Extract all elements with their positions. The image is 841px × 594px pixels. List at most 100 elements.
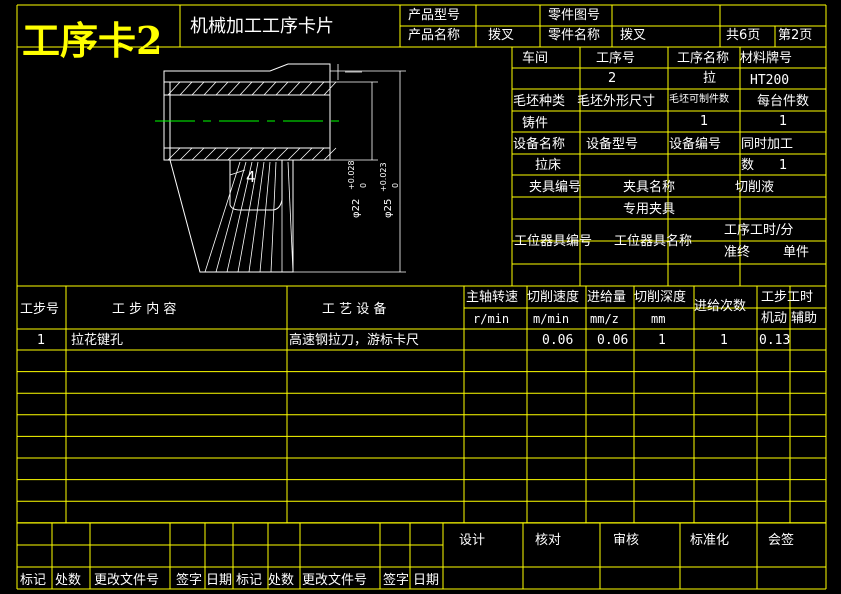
hatch-line [215,147,229,161]
dim-inner-diameter: φ22 [351,198,362,218]
footer-review: 审核 [613,533,640,548]
blank-parts: 1 [700,114,709,129]
hatch-line [251,147,265,161]
hatch-line [239,81,253,96]
hatch-line [179,147,193,161]
card-title: 机械加工工序卡片 [190,16,334,37]
concurrent-label: 同时加工 [741,137,794,152]
dim-outer-diameter: φ25 [383,198,394,218]
row-1-feed: 0.06 [597,333,629,348]
hatch-line [259,161,271,273]
unit-label: 单件 [783,245,810,260]
part-name-label: 零件名称 [548,28,601,43]
footer-count-1: 处数 [55,573,82,588]
parts-per-machine: 1 [779,114,788,129]
unit-speed: m/min [533,312,570,326]
blank-size-label: 毛坯外形尺寸 [577,94,656,109]
slot-outline [229,160,283,211]
hatch-line [275,147,289,161]
coolant-label: 切削液 [735,180,775,195]
row-1-no: 1 [37,333,46,348]
hatch-line [311,81,325,96]
op-name: 拉 [703,71,717,86]
unit-depth: mm [651,312,666,326]
col-equip: 工 艺 设 备 [322,302,387,317]
hatch-line [237,161,259,273]
blank-parts-label: 毛坯可制件数 [669,94,729,105]
product-name: 拨叉 [488,28,515,43]
unit-feed: mm/z [590,312,619,326]
footer-mark-1: 标记 [20,573,47,588]
hatch-line [227,81,241,96]
hatch-line [251,81,265,96]
card-big-title: 工序卡2 [22,18,163,63]
hatch-line [215,161,247,273]
equip-name-label: 设备名称 [513,137,566,152]
footer-doc-no-1: 更改文件号 [94,573,160,588]
col-speed: 切削速度 [527,290,580,305]
bore-left-outline [163,71,171,161]
dim-outer-tol: +0.023 [379,162,388,192]
footer-date-1: 日期 [206,573,233,588]
fixture-name: 专用夹具 [623,202,676,217]
station-tool-no-label: 工位器具编号 [514,234,593,249]
material: HT200 [750,73,790,88]
hatch-line [270,161,277,273]
col-aux: 辅助 [791,311,818,326]
hatch-line [215,81,229,96]
prep-label: 准终 [724,245,751,260]
dim-width: 4 [246,168,256,186]
hatch-line [263,81,277,96]
hatch-line [227,147,241,161]
body-outline [169,159,294,273]
dim-line [229,169,246,176]
row-1-speed: 0.06 [542,333,574,348]
footer-date-2: 日期 [413,573,440,588]
footer-sign: 会签 [768,533,795,548]
hatch-line [239,147,253,161]
blank-type: 铸件 [522,116,549,131]
dim-outer-tol-lower: 0 [391,182,400,188]
hatch-line [323,147,337,161]
footer-sign-2: 签字 [383,573,410,588]
dim-inner-tol: +0.028 [347,160,356,190]
hatch-line [299,81,313,96]
hatch-line [167,81,181,96]
concurrent-count-label: 数 [741,158,755,173]
col-content: 工 步 内 容 [112,302,177,317]
hatch-line [167,147,181,161]
op-no: 2 [608,71,617,86]
concurrent-count: 1 [779,158,788,173]
hatch-line [275,81,289,96]
col-passes: 进给次数 [694,299,747,314]
hatch-line [287,81,301,96]
station-tool-name-label: 工位器具名称 [614,234,693,249]
op-no-label: 工序号 [596,51,636,66]
dim-inner-tol-lower: 0 [359,182,368,188]
col-steptime: 工步工时 [761,290,814,305]
blank-type-label: 毛坯种类 [513,94,566,109]
equip-name: 拉床 [535,158,562,173]
hatch-line [191,81,205,96]
equip-no-label: 设备编号 [669,137,722,152]
footer-check: 核对 [535,533,562,548]
part-no-label: 零件图号 [548,8,601,23]
row-1-depth: 1 [658,333,666,348]
unit-spindle: r/min [473,312,510,326]
material-label: 材料牌号 [740,51,793,66]
col-step: 工步号 [20,302,60,317]
footer-count-2: 处数 [268,573,295,588]
part-name: 拨叉 [620,28,647,43]
equip-model-label: 设备型号 [586,137,639,152]
fixture-name-label: 夹具名称 [623,180,676,195]
parts-per-machine-label: 每台件数 [757,94,810,109]
hatch-line [203,81,217,96]
footer-design: 设计 [459,533,486,548]
op-time-label: 工序工时/分 [724,223,794,238]
footer-doc-no-2: 更改文件号 [302,573,368,588]
footer-standard: 标准化 [690,533,730,548]
footer-sign-1: 签字 [176,573,203,588]
product-model-label: 产品型号 [408,8,461,23]
